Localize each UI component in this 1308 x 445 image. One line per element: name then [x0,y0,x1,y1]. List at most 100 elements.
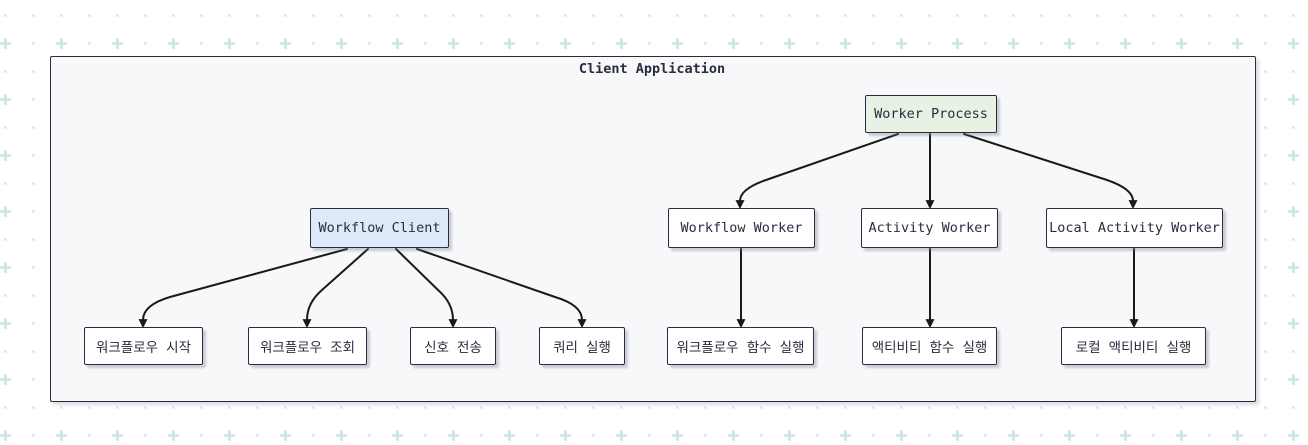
pattern-dot [703,433,707,437]
pattern-dot [731,405,735,409]
edge-worker-process-local-activity-worker [963,133,1138,210]
pattern-dot [871,13,875,17]
pattern-dot [3,125,7,129]
pattern-dot [31,265,35,269]
pattern-dot [255,405,259,409]
pattern-dot [1179,405,1183,409]
pattern-plus [615,429,627,441]
pattern-dot [31,209,35,213]
pattern-dot [1291,69,1295,73]
pattern-dot [3,237,7,241]
pattern-plus [1119,37,1131,49]
edge-worker-process-workflow-worker [735,133,899,210]
pattern-plus [895,37,907,49]
pattern-dot [1263,209,1267,213]
pattern-dot [1011,13,1015,17]
edge-workflow-client-send-signal [395,248,458,329]
pattern-dot [199,41,203,45]
pattern-dot [143,433,147,437]
pattern-dot [1263,125,1267,129]
pattern-dot [1095,433,1099,437]
pattern-dot [899,13,903,17]
pattern-dot [171,13,175,17]
pattern-dot [143,41,147,45]
pattern-dot [479,41,483,45]
pattern-dot [143,13,147,17]
pattern-dot [535,433,539,437]
pattern-plus [335,429,347,441]
pattern-dot [619,405,623,409]
pattern-dot [759,41,763,45]
node-run-query: 쿼리 실행 [539,327,625,365]
pattern-plus [1287,317,1299,329]
pattern-dot [255,433,259,437]
pattern-dot [311,41,315,45]
pattern-dot [563,13,567,17]
edge-workflow-client-run-query [416,248,587,329]
pattern-dot [367,41,371,45]
pattern-dot [731,13,735,17]
pattern-dot [31,153,35,157]
pattern-dot [3,349,7,353]
pattern-dot [1263,265,1267,269]
pattern-dot [31,97,35,101]
pattern-plus [1175,37,1187,49]
pattern-plus [279,429,291,441]
pattern-dot [1235,13,1239,17]
pattern-dot [871,433,875,437]
pattern-plus [111,37,123,49]
pattern-dot [479,433,483,437]
pattern-dot [3,405,7,409]
pattern-dot [983,405,987,409]
pattern-plus [1007,429,1019,441]
pattern-dot [899,405,903,409]
pattern-dot [1207,41,1211,45]
pattern-dot [1291,405,1295,409]
pattern-dot [1263,349,1267,353]
pattern-plus [839,429,851,441]
pattern-dot [367,405,371,409]
pattern-dot [143,405,147,409]
pattern-plus [727,429,739,441]
pattern-plus [727,37,739,49]
pattern-dot [339,13,343,17]
pattern-dot [1039,405,1043,409]
pattern-dot [1095,41,1099,45]
pattern-dot [1291,293,1295,297]
pattern-dot [1263,41,1267,45]
pattern-dot [535,13,539,17]
pattern-dot [31,125,35,129]
pattern-dot [423,41,427,45]
node-run-local-activity: 로컬 액티비티 실행 [1061,327,1206,365]
pattern-dot [1039,433,1043,437]
pattern-plus [951,429,963,441]
pattern-plus [0,205,11,217]
node-query-workflow: 워크플로우 조회 [248,327,367,365]
pattern-dot [31,349,35,353]
pattern-dot [591,13,595,17]
pattern-dot [87,405,91,409]
pattern-dot [199,13,203,17]
pattern-dot [1039,13,1043,17]
pattern-dot [955,13,959,17]
node-workflow-client: Workflow Client [310,208,449,248]
pattern-dot [983,41,987,45]
pattern-plus [1287,149,1299,161]
pattern-dot [535,41,539,45]
pattern-dot [283,405,287,409]
pattern-plus [951,37,963,49]
pattern-plus [0,37,11,49]
pattern-plus [391,429,403,441]
pattern-dot [675,13,679,17]
pattern-dot [311,13,315,17]
pattern-dot [3,181,7,185]
pattern-plus [279,37,291,49]
pattern-plus [391,37,403,49]
pattern-dot [871,41,875,45]
pattern-dot [451,405,455,409]
pattern-dot [927,433,931,437]
edge-workflow-client-query-workflow [302,248,369,329]
pattern-plus [447,429,459,441]
